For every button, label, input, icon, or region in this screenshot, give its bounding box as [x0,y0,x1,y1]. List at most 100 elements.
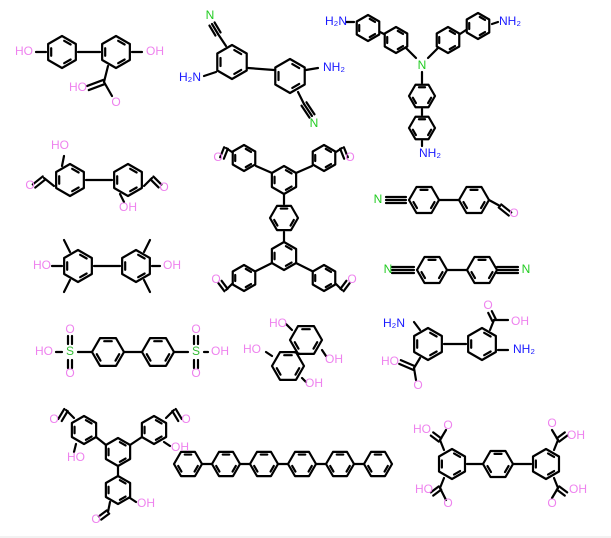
aromatic-bond [284,261,293,267]
oxo-label: O [191,322,200,336]
amine-label: H₂N [179,70,201,84]
aromatic-bond [448,29,457,36]
hydroxyl-label: HO [35,344,53,358]
aromatic-bond [137,253,146,260]
aromatic-bond [291,464,297,473]
carbonyl-label: O [49,412,58,426]
bond [142,278,152,294]
bond [292,350,302,356]
ring-m6-a [407,185,441,215]
hydroxyl-label: HO [381,354,399,368]
bond [487,311,494,322]
bond [429,485,440,494]
ring-m14-b [531,447,561,481]
aromatic-bond [470,270,477,280]
ring-m4-a [55,162,85,198]
ring-m1-a [47,34,77,70]
aromatic-bond [383,464,389,473]
aromatic-bond [84,435,93,441]
aromatic-bond [71,186,80,193]
bond [254,261,274,273]
aromatic-bond [154,419,163,425]
aromatic-bond [486,464,493,474]
carbonyl-label: O [25,178,34,192]
bond [118,192,126,204]
ring-m4-b [113,162,143,198]
bond [106,500,112,514]
aromatic-bond [368,17,377,24]
carbonyl-label: O [483,298,492,312]
bond [458,28,468,36]
bond [342,146,349,159]
bond [34,178,47,189]
aromatic-bond [483,331,492,338]
bond [152,175,163,186]
aromatic-bond [429,200,436,210]
aromatic-bond [426,96,433,105]
hydroxyl-label: OH [119,200,137,214]
ring-m11-b [467,326,497,362]
aromatic-bond [215,464,221,473]
ring-m7-b [121,248,151,284]
aromatic-bond [118,479,127,485]
bond [490,20,500,26]
aromatic-bond [84,419,93,425]
amine-label: NH₂ [513,342,535,356]
bond [246,66,276,72]
carbonyl-label: O [111,95,120,109]
bond [97,509,108,518]
bond [412,366,418,382]
aromatic-bond [118,457,127,463]
nitrile-label: N [310,116,319,130]
sulfur-label: S [192,344,200,358]
aromatic-bond [154,435,163,441]
bond [220,279,229,290]
bond [162,440,172,448]
aromatic-bond [329,464,335,473]
aromatic-bond [233,48,243,56]
hydroxyl-label: OH [137,496,155,510]
bond-layer [31,11,569,521]
hydroxyl-label: HO [413,422,431,436]
ring-m9-a [90,337,126,367]
aromatic-bond [164,353,171,362]
ring-m3-f [407,115,437,141]
aromatic-bond [253,464,259,473]
ring-m8-a [415,255,449,285]
bond [62,278,72,294]
bond [72,442,78,454]
aromatic-bond [324,282,333,289]
amine-center-label: N [418,58,427,72]
bond [552,438,560,452]
bond [100,512,111,521]
bond [432,431,443,440]
aromatic-bond [291,62,301,70]
amine-label: H₂N [325,14,347,28]
amine-label: NH₂ [323,60,345,74]
bond [497,206,510,217]
bond [555,431,566,440]
bond [216,32,228,48]
bond [487,198,502,208]
bond [304,66,320,72]
aromatic-bond [412,200,419,210]
bond [57,407,66,421]
aromatic-bond [117,58,126,65]
bond [202,70,218,78]
aromatic-bond [244,267,253,274]
aromatic-bond [71,167,80,174]
aromatic-bond [411,96,418,105]
aromatic-bond [478,15,487,22]
oxo-label: O [191,366,200,380]
aromatic-bond [294,367,301,376]
hydroxyl-label: OH [163,258,181,272]
bond [320,348,328,358]
aromatic-bond [478,30,487,37]
bond [128,496,138,504]
bond [558,434,569,443]
bond [438,438,446,452]
ring-m1-b [101,34,131,70]
bond [490,310,497,321]
bond [398,362,415,371]
